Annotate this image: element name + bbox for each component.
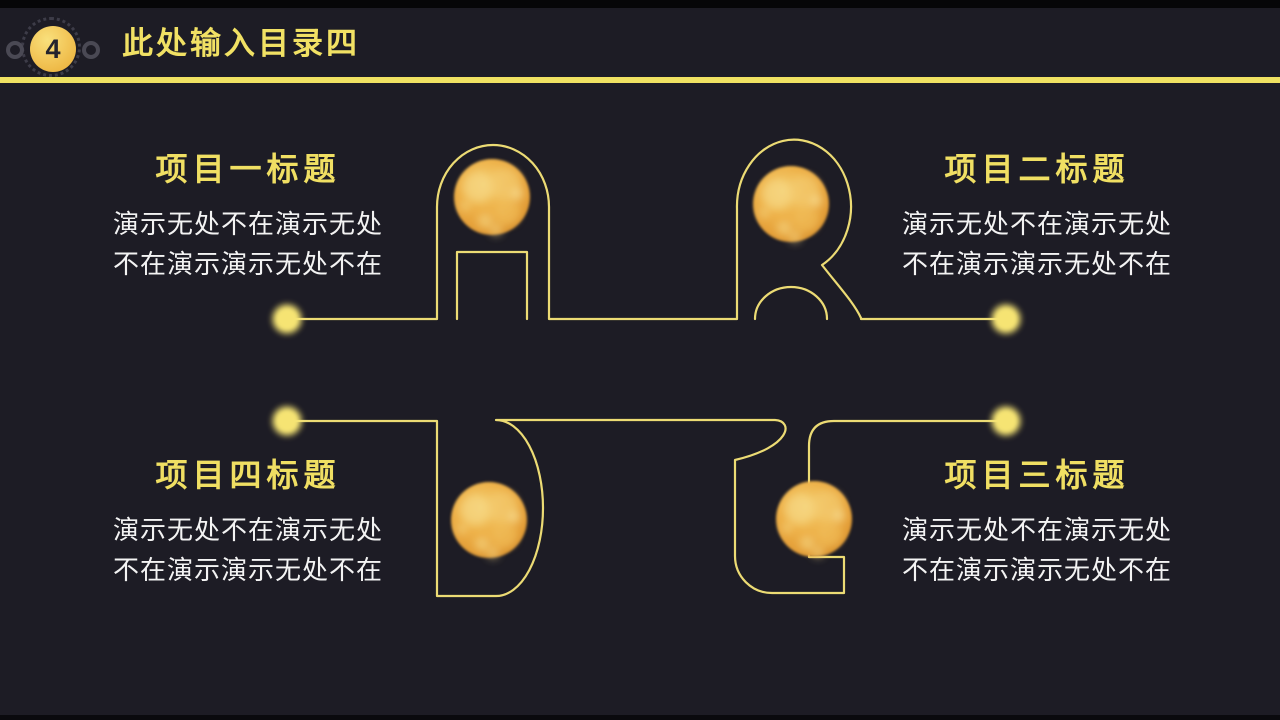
page-number: 4 [30, 26, 76, 72]
item-title: 项目四标题 [155, 457, 341, 493]
header-divider-line [0, 77, 1280, 83]
bottom-connector-and-letters-outline [285, 418, 846, 598]
item-body: 演示无处不在演示无处 不在演示演示无处不在 [867, 204, 1207, 284]
ring-icon [6, 41, 24, 59]
item-body-line: 不在演示演示无处不在 [901, 249, 1172, 279]
slide-title: 此处输入目录四 [122, 26, 360, 61]
item-body-line: 不在演示演示无处不在 [901, 555, 1172, 585]
gold-sphere [454, 159, 530, 236]
connector-dot [989, 302, 1023, 336]
connector-dot [989, 404, 1023, 438]
item-body-line: 演示无处不在演示无处 [112, 209, 383, 239]
item-block-two: 项目二标题 演示无处不在演示无处 不在演示演示无处不在 [867, 150, 1207, 284]
slide-header: 4 此处输入目录四 [0, 8, 1280, 78]
bottom-letterbox-bar [0, 715, 1280, 720]
item-block-four: 项目四标题 演示无处不在演示无处 不在演示演示无处不在 [78, 456, 418, 590]
item-body-line: 不在演示演示无处不在 [112, 249, 383, 279]
item-body: 演示无处不在演示无处 不在演示演示无处不在 [867, 510, 1207, 590]
item-body: 演示无处不在演示无处 不在演示演示无处不在 [78, 204, 418, 284]
item-title: 项目二标题 [944, 151, 1130, 187]
connector-dot [270, 302, 304, 336]
letter-g-inner-hook-outline [807, 419, 1008, 559]
connector-dot [270, 404, 304, 438]
gold-sphere [451, 482, 527, 559]
item-body-line: 不在演示演示无处不在 [112, 555, 383, 585]
gold-sphere [776, 481, 852, 558]
top-connector-and-letters-outline [285, 138, 1008, 321]
item-block-one: 项目一标题 演示无处不在演示无处 不在演示演示无处不在 [78, 150, 418, 284]
item-body-line: 演示无处不在演示无处 [112, 515, 383, 545]
item-body-line: 演示无处不在演示无处 [901, 515, 1172, 545]
item-body-line: 演示无处不在演示无处 [901, 209, 1172, 239]
item-title: 项目三标题 [944, 457, 1130, 493]
top-letterbox-bar [0, 0, 1280, 8]
item-block-three: 项目三标题 演示无处不在演示无处 不在演示演示无处不在 [867, 456, 1207, 590]
gold-sphere [753, 166, 829, 243]
letter-r-small-arch-outline [753, 285, 829, 321]
letter-arch-inner-door-outline [455, 250, 529, 321]
ring-icon [82, 41, 100, 59]
item-title: 项目一标题 [155, 151, 341, 187]
page-number-badge: 4 [0, 8, 110, 78]
item-body: 演示无处不在演示无处 不在演示演示无处不在 [78, 510, 418, 590]
